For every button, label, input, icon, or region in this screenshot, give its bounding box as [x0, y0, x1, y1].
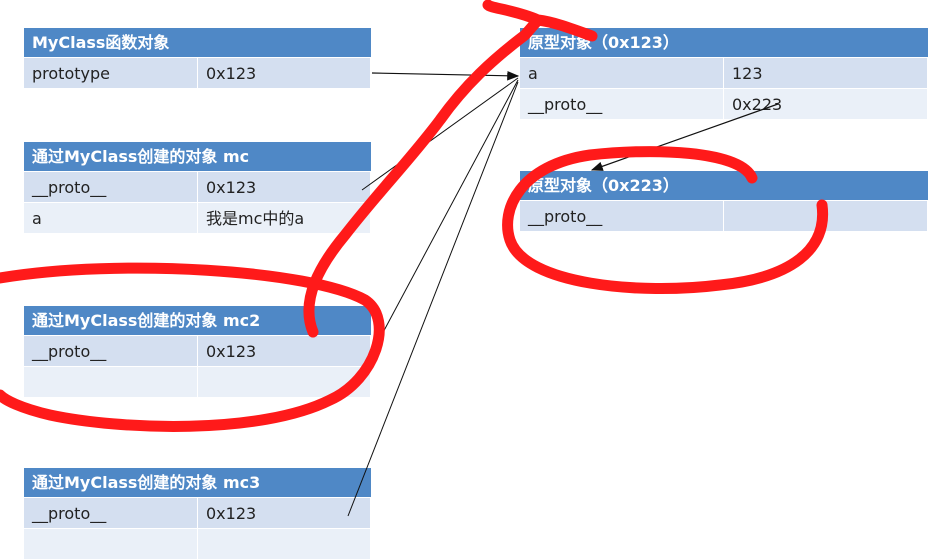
table-row: prototype 0x123	[24, 58, 371, 89]
row-key: __proto__	[520, 89, 724, 119]
table-row: a 123	[520, 58, 928, 89]
proto123-table: 原型对象（0x123） a 123 __proto__ 0x223	[520, 28, 928, 120]
mc-table-title: 通过MyClass创建的对象 mc	[24, 142, 371, 172]
arrow-line	[347, 81, 519, 517]
row-value: 我是mc中的a	[198, 203, 371, 233]
row-key: __proto__	[520, 201, 724, 231]
row-value	[198, 529, 371, 559]
table-row: __proto__	[520, 201, 928, 232]
table-row: __proto__ 0x123	[24, 172, 371, 203]
table-row	[24, 367, 371, 398]
row-key: a	[520, 58, 724, 88]
mc-table: 通过MyClass创建的对象 mc __proto__ 0x123 a 我是mc…	[24, 142, 371, 234]
row-value	[198, 367, 371, 397]
row-key: __proto__	[24, 498, 198, 528]
row-value: 123	[724, 58, 928, 88]
row-value	[724, 201, 928, 231]
mc3-table-title: 通过MyClass创建的对象 mc3	[24, 468, 371, 498]
mc2-table-title: 通过MyClass创建的对象 mc2	[24, 306, 371, 336]
row-key	[24, 529, 198, 559]
mc3-table: 通过MyClass创建的对象 mc3 __proto__ 0x123	[24, 468, 371, 560]
arrow-line	[379, 79, 519, 339]
table-row: __proto__ 0x223	[520, 89, 928, 120]
table-row: __proto__ 0x123	[24, 336, 371, 367]
table-row	[24, 529, 371, 560]
row-value: 0x223	[724, 89, 928, 119]
table-row: a 我是mc中的a	[24, 203, 371, 234]
row-value: 0x123	[198, 172, 371, 202]
mc2-table: 通过MyClass创建的对象 mc2 __proto__ 0x123	[24, 306, 371, 398]
arrow-line	[361, 77, 519, 191]
myclass-table: MyClass函数对象 prototype 0x123	[24, 28, 371, 89]
table-row: __proto__ 0x123	[24, 498, 371, 529]
row-key: __proto__	[24, 172, 198, 202]
row-key: prototype	[24, 58, 198, 88]
proto223-table: 原型对象（0x223） __proto__	[520, 171, 928, 232]
arrow-line	[371, 70, 520, 81]
myclass-table-title: MyClass函数对象	[24, 28, 371, 58]
row-key: a	[24, 203, 198, 233]
row-value: 0x123	[198, 58, 371, 88]
proto123-table-title: 原型对象（0x123）	[520, 28, 928, 58]
row-value: 0x123	[198, 498, 371, 528]
row-key: __proto__	[24, 336, 198, 366]
row-value: 0x123	[198, 336, 371, 366]
row-key	[24, 367, 198, 397]
proto223-table-title: 原型对象（0x223）	[520, 171, 928, 201]
